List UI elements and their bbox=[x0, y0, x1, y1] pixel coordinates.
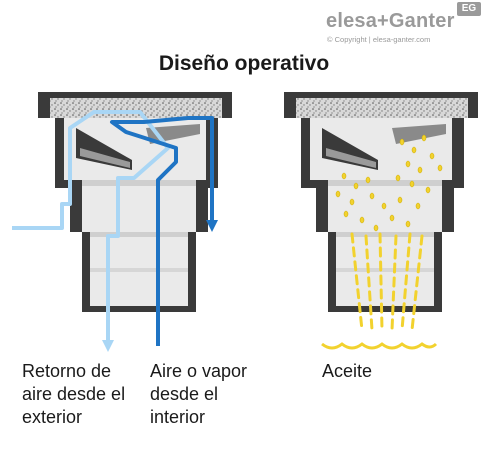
air-return-flow bbox=[12, 110, 170, 346]
oil-droplets bbox=[335, 134, 443, 232]
breather-left bbox=[12, 92, 232, 352]
brand-logo: elesa+Ganter bbox=[326, 10, 455, 32]
diagram-title: Diseño operativo bbox=[158, 52, 330, 75]
brand-badge: EG bbox=[457, 2, 481, 16]
copyright-text: © Copyright | elesa-ganter.com bbox=[327, 35, 431, 44]
label-oil: Aceite bbox=[322, 361, 373, 381]
right-filter-element bbox=[296, 98, 468, 118]
air-return-arrowhead bbox=[102, 340, 114, 352]
air-out-arrowhead bbox=[206, 220, 218, 232]
right-baffle-2 bbox=[326, 148, 376, 168]
right-baffle-3 bbox=[392, 124, 446, 144]
label-air-return: Retorno de aire desde el exterior bbox=[22, 361, 126, 427]
right-inner-cavity bbox=[310, 118, 452, 306]
oil-streaks bbox=[350, 232, 424, 332]
oil-surface bbox=[321, 342, 438, 350]
left-baffle-2 bbox=[80, 148, 130, 168]
air-out-flow bbox=[110, 116, 214, 346]
label-air-out: Aire o vapor desde el interior bbox=[150, 361, 248, 427]
breather-right bbox=[284, 92, 478, 350]
left-filter-element bbox=[50, 98, 222, 118]
